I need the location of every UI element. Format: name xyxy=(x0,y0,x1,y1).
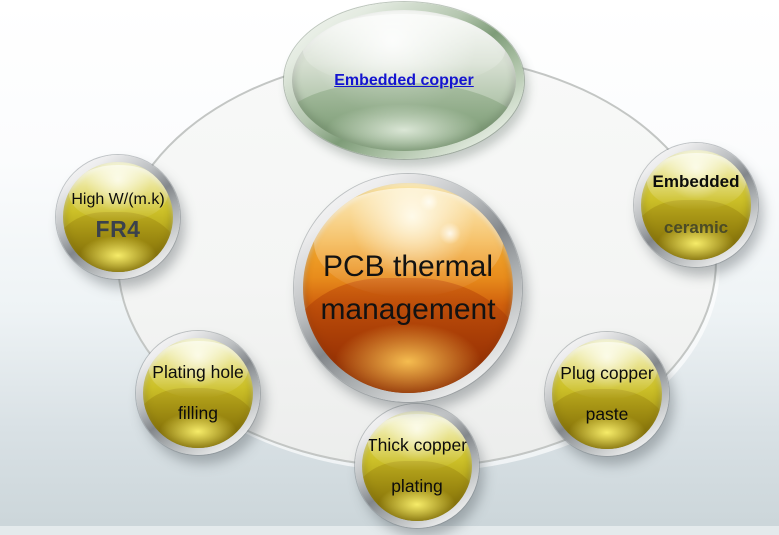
node-plug-copper-paste: Plug copper paste xyxy=(545,332,669,456)
embedded-copper-label: Embedded copper xyxy=(292,10,516,151)
ball-bottom-glow xyxy=(158,410,238,448)
ball-bottom-glow xyxy=(377,483,457,521)
ball-bottom-glow xyxy=(78,234,158,272)
ball-bottom-glow xyxy=(332,321,484,393)
node-label-line2: plating xyxy=(391,476,443,496)
embedded-ceramic-label: Embedded ceramic xyxy=(641,150,751,260)
node-high-wmk-fr4: High W/(m.k) FR4 xyxy=(56,155,180,279)
ball-sheen xyxy=(557,341,657,399)
ball-sheen xyxy=(303,13,505,87)
high-wmk-fr4-ball: High W/(m.k) FR4 xyxy=(63,162,173,272)
ball-bottom-glow xyxy=(656,222,736,260)
node-embedded-ceramic: Embedded ceramic xyxy=(634,143,758,267)
pcb-thermal-label: PCB thermal management xyxy=(303,183,513,393)
node-label-line2: filling xyxy=(178,403,218,423)
node-label-line2: ceramic xyxy=(663,218,729,237)
plug-copper-paste-label: Plug copper paste xyxy=(552,339,662,449)
plating-hole-filling-ball: Plating hole filling xyxy=(143,338,253,448)
ball-sheen xyxy=(646,152,746,210)
node-thick-copper-plating: Thick copper plating xyxy=(355,404,479,528)
embedded-ceramic-ball: Embedded ceramic xyxy=(641,150,751,260)
node-label-line2: paste xyxy=(585,404,629,424)
thick-copper-plating-label: Thick copper plating xyxy=(362,411,472,521)
plating-hole-filling-label: Plating hole filling xyxy=(143,338,253,448)
node-label-line1: Thick copper xyxy=(366,435,468,455)
node-label-line2: FR4 xyxy=(95,216,141,242)
embedded-copper-ellipse: Embedded copper xyxy=(292,10,516,151)
ball-sheen xyxy=(148,340,248,398)
ball-sheen xyxy=(367,413,467,471)
node-label-line1: Embedded xyxy=(652,172,740,191)
embedded-copper-link[interactable]: Embedded copper xyxy=(334,71,474,89)
node-embedded-copper: Embedded copper xyxy=(284,2,524,159)
ball-sheen xyxy=(68,164,168,222)
ball-bottom-glow xyxy=(567,411,647,449)
footer-strip xyxy=(0,526,779,535)
plug-copper-paste-ball: Plug copper paste xyxy=(552,339,662,449)
node-label-line1: High W/(m.k) xyxy=(71,191,165,208)
high-wmk-fr4-label: High W/(m.k) FR4 xyxy=(63,162,173,272)
ball-bottom-glow xyxy=(323,103,485,151)
node-label-line1: Plating hole xyxy=(152,362,244,382)
node-plating-hole-filling: Plating hole filling xyxy=(136,331,260,455)
center-label-line1: PCB thermal xyxy=(322,249,494,283)
node-label-line1: Plug copper xyxy=(560,363,654,383)
thick-copper-plating-ball: Thick copper plating xyxy=(362,411,472,521)
center-label-line2: management xyxy=(320,292,496,326)
ball-sheen xyxy=(313,188,503,298)
pcb-thermal-ball: PCB thermal management xyxy=(303,183,513,393)
node-pcb-thermal-management: PCB thermal management xyxy=(294,174,522,402)
